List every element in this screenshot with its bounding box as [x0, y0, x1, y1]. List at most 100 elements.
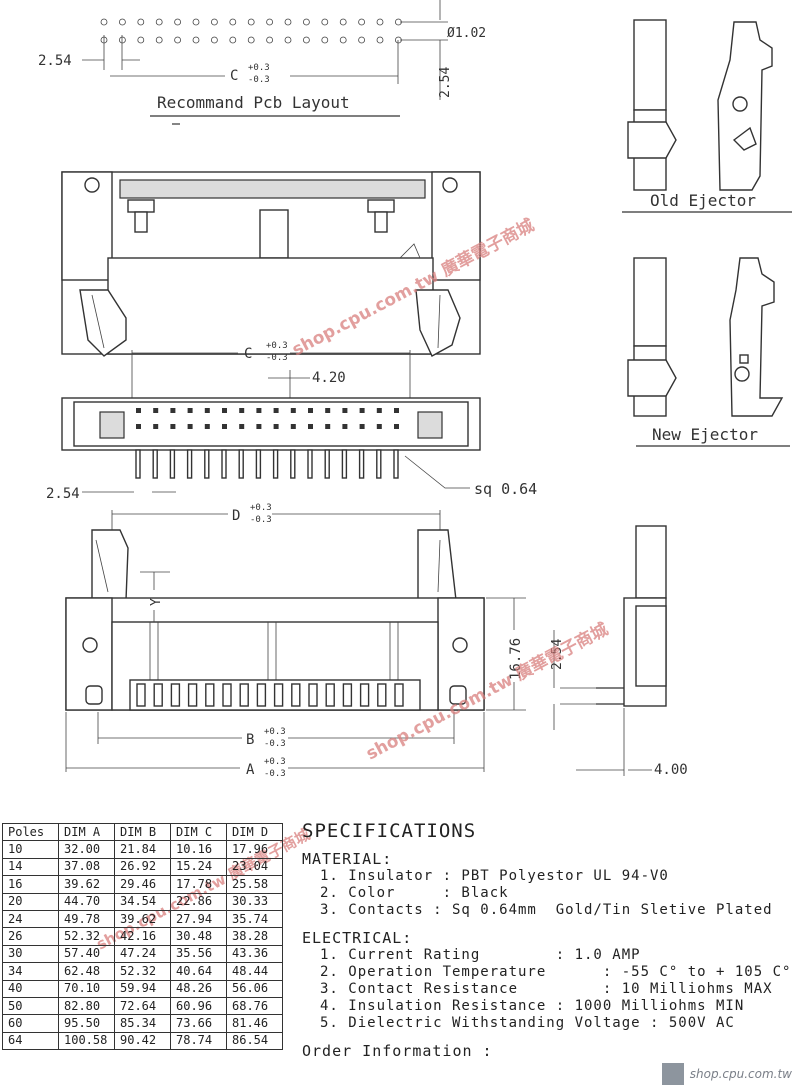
pin-square [376, 408, 382, 413]
site-url[interactable]: shop.cpu.com.tw [689, 1067, 792, 1081]
table-cell: 30.33 [226, 892, 283, 911]
table-cell: 17.96 [226, 840, 283, 859]
pin-lead [358, 449, 365, 479]
table-cell: 27.94 [170, 909, 227, 929]
table-cell: 34 [2, 962, 59, 981]
table-cell: 40 [2, 979, 59, 998]
pin-square [256, 408, 262, 413]
table-cell: 68.76 [226, 996, 283, 1016]
pcb-hole [284, 36, 292, 44]
table-cell: 35.56 [170, 944, 227, 964]
pin-lead [186, 449, 193, 479]
top-c-tol-minus: -0.3 [266, 353, 288, 363]
table-cell: 22.86 [170, 892, 227, 911]
pin-square [187, 424, 193, 429]
pcb-hole [155, 36, 163, 44]
pin-slot [170, 683, 181, 707]
pcb-hole [137, 36, 145, 44]
pin-square [394, 424, 399, 429]
specs-title: SPECIFICATIONS [302, 820, 477, 842]
connector-top-view: C +0.3 -0.3 4.20 2.54 sq 0.64 [46, 341, 537, 502]
site-logo-icon [661, 1063, 684, 1085]
table-cell: 81.46 [226, 1014, 283, 1033]
pcb-hole [210, 36, 218, 44]
connector-side-view: 2.54 4.00 [550, 525, 688, 778]
front-y-label: Y [149, 598, 164, 606]
table-cell: 95.50 [58, 1014, 115, 1033]
pcb-hole [100, 18, 108, 26]
electrical-item: 2. Operation Temperature : -55 C° to + 1… [320, 964, 792, 980]
pcb-c-label: C [230, 68, 238, 84]
table-header-row: Poles DIM A DIM B DIM C DIM D [2, 822, 283, 842]
pin-slot [308, 683, 318, 707]
table-cell: 26.92 [114, 857, 171, 877]
pin-square [308, 408, 313, 413]
front-d-tol-minus: -0.3 [250, 515, 272, 525]
table-cell: 50 [2, 996, 59, 1016]
pcb-hole [247, 18, 255, 26]
new-ejector-label: New Ejector [652, 425, 758, 444]
site-footer: shop.cpu.com.tw [661, 1063, 792, 1085]
table-cell: 39.62 [114, 909, 171, 929]
table-cell: 30.48 [170, 927, 227, 946]
pin-slot [342, 683, 353, 707]
table-header: DIM A [58, 822, 115, 842]
pin-square [273, 408, 279, 413]
pin-square [342, 424, 348, 429]
specifications: SPECIFICATIONS MATERIAL: 1. Insulator : … [302, 820, 792, 1060]
connector-front-view-upper [61, 171, 481, 357]
pcb-hole [321, 36, 329, 44]
table-cell: 86.54 [226, 1031, 283, 1051]
pcb-layout: 2.54 C +0.3 -0.3 Ø1.02 2.54 Recommand Pc… [38, 0, 486, 125]
table-cell: 29.46 [114, 875, 171, 894]
table-cell: 100.58 [58, 1031, 115, 1051]
material-item: 2. Color : Black [320, 885, 509, 901]
pin-slot [153, 683, 163, 707]
table-cell: 34.54 [114, 892, 171, 911]
table-cell: 23.04 [226, 857, 283, 877]
table-cell: 49.78 [58, 909, 115, 929]
table-cell: 10 [2, 840, 59, 859]
table-cell: 43.36 [226, 944, 283, 964]
front-b-label: B [246, 732, 254, 748]
pcb-row-spacing-label: 2.54 [438, 67, 453, 98]
front-a-label: A [246, 762, 255, 778]
pin-square [170, 408, 176, 413]
pin-slot [377, 683, 387, 707]
table-cell: 60.96 [170, 996, 227, 1016]
pin-square [153, 424, 159, 429]
table-cell: 14 [2, 857, 59, 877]
pin-square [376, 424, 382, 429]
table-cell: 57.40 [58, 944, 115, 964]
table-header: DIM D [226, 822, 283, 842]
pin-square [239, 408, 245, 413]
pin-square [273, 424, 279, 429]
table-cell: 42.16 [114, 927, 171, 946]
pin-square [256, 424, 262, 429]
pcb-hole [376, 18, 384, 26]
table-cell: 90.42 [114, 1031, 171, 1051]
pin-slot [222, 683, 232, 707]
front-a-tol-minus: -0.3 [264, 769, 286, 779]
pin-lead [290, 449, 296, 479]
pin-lead [238, 449, 244, 479]
table-cell: 70.10 [58, 979, 115, 998]
pcb-layout-title: Recommand Pcb Layout [157, 93, 350, 112]
front-b-tol-plus: +0.3 [264, 727, 286, 737]
top-c-tol-plus: +0.3 [266, 341, 288, 351]
pin-square [136, 408, 141, 413]
pcb-c-tol-minus: -0.3 [248, 75, 270, 85]
table-cell: 37.08 [58, 857, 115, 877]
table-cell: 40.64 [170, 962, 227, 981]
pin-slot [205, 683, 215, 707]
